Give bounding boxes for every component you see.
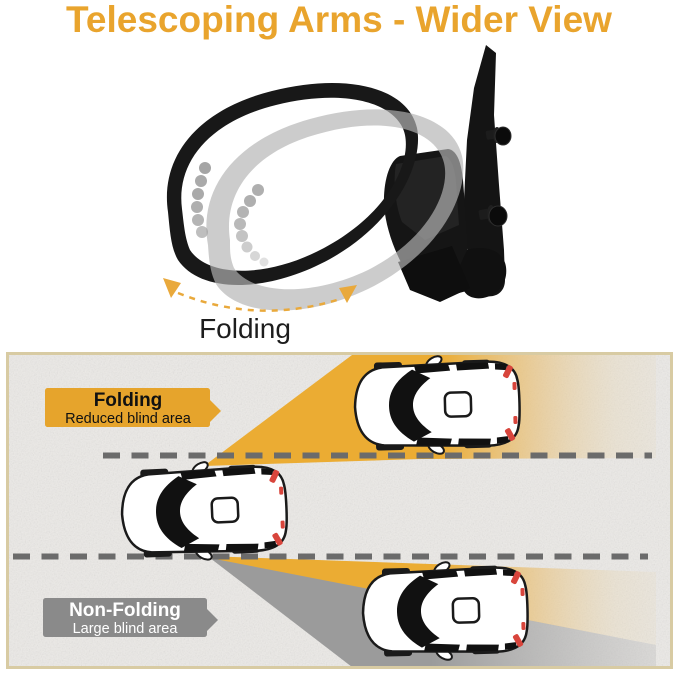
non-folding-badge-shape (43, 598, 218, 637)
car-subject (118, 455, 290, 567)
non-folding-badge-subtitle: Large blind area (73, 621, 179, 637)
panel-border (6, 352, 673, 669)
folding-caption: Folding (199, 313, 291, 344)
folding-arc (163, 278, 357, 312)
car-top-lane (352, 355, 523, 460)
folding-badge: Folding Reduced blind area (45, 388, 221, 427)
blind-spot-diagram-panel: Folding Reduced blind area Non-Folding L… (6, 352, 673, 669)
mirror-product-figure: Folding (163, 45, 512, 344)
non-folding-badge-title: Non-Folding (69, 600, 181, 621)
mirror-folded-bezel (166, 83, 419, 286)
folding-arc-arrow-left-icon (163, 278, 181, 298)
folding-badge-shape (45, 388, 221, 427)
turn-signal-led-dots (191, 162, 269, 267)
car-bottom-lane (360, 556, 531, 666)
folding-badge-subtitle: Reduced blind area (65, 411, 192, 427)
folding-arc-arrow-right-icon (339, 285, 357, 303)
non-folding-badge: Non-Folding Large blind area (43, 598, 218, 637)
folding-badge-title: Folding (94, 390, 163, 411)
mounting-bolts (478, 126, 512, 227)
mirror-extended-ghost-bezel (206, 109, 464, 311)
page-title: Telescoping Arms - Wider View (66, 0, 612, 40)
